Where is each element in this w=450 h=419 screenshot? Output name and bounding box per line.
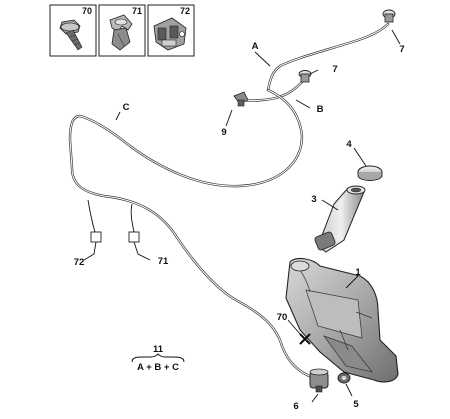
screw-icon [59,19,83,51]
legend-box-71: 71 [98,4,146,57]
label-b: B [317,104,324,115]
clip-icon [109,14,133,51]
nozzle-icon [382,9,396,23]
label-1: 1 [355,267,361,278]
label-72: 72 [74,257,85,268]
legend-box-70: 70 [49,4,97,57]
label-70: 70 [277,312,288,323]
label-7-middle: 7 [332,64,337,75]
legend-box-72: 72 [147,4,195,57]
reservoir-tank-icon [285,257,399,383]
assembly-formula-text: A + B + C [137,362,179,373]
filler-neck-icon [314,185,366,253]
label-6: 6 [293,401,298,412]
label-3: 3 [311,194,316,205]
assembly-formula: 11 A + B + C [131,344,185,373]
hose-clip-icon [153,17,187,51]
pump-icon [309,368,329,393]
legend-label-70: 70 [82,6,92,16]
label-5: 5 [353,399,359,410]
label-7-top: 7 [399,44,404,55]
nozzle-icon [298,70,312,83]
clip-marker-71 [128,231,140,243]
grommet-icon [337,372,351,384]
hose-a [266,22,390,92]
label-71: 71 [158,256,169,267]
legend-label-71: 71 [132,6,142,16]
label-9: 9 [221,127,226,138]
screw-marker-icon [299,333,311,345]
legend-label-72: 72 [180,6,190,16]
clip-marker-72 [90,231,102,243]
label-a: A [252,41,259,52]
hose-c [68,88,316,380]
assembly-number: 11 [153,344,164,355]
label-c: C [123,102,130,113]
filler-cap-icon [357,165,383,181]
hose-b [242,80,304,102]
connector-icon [233,91,249,107]
label-4: 4 [346,139,352,150]
